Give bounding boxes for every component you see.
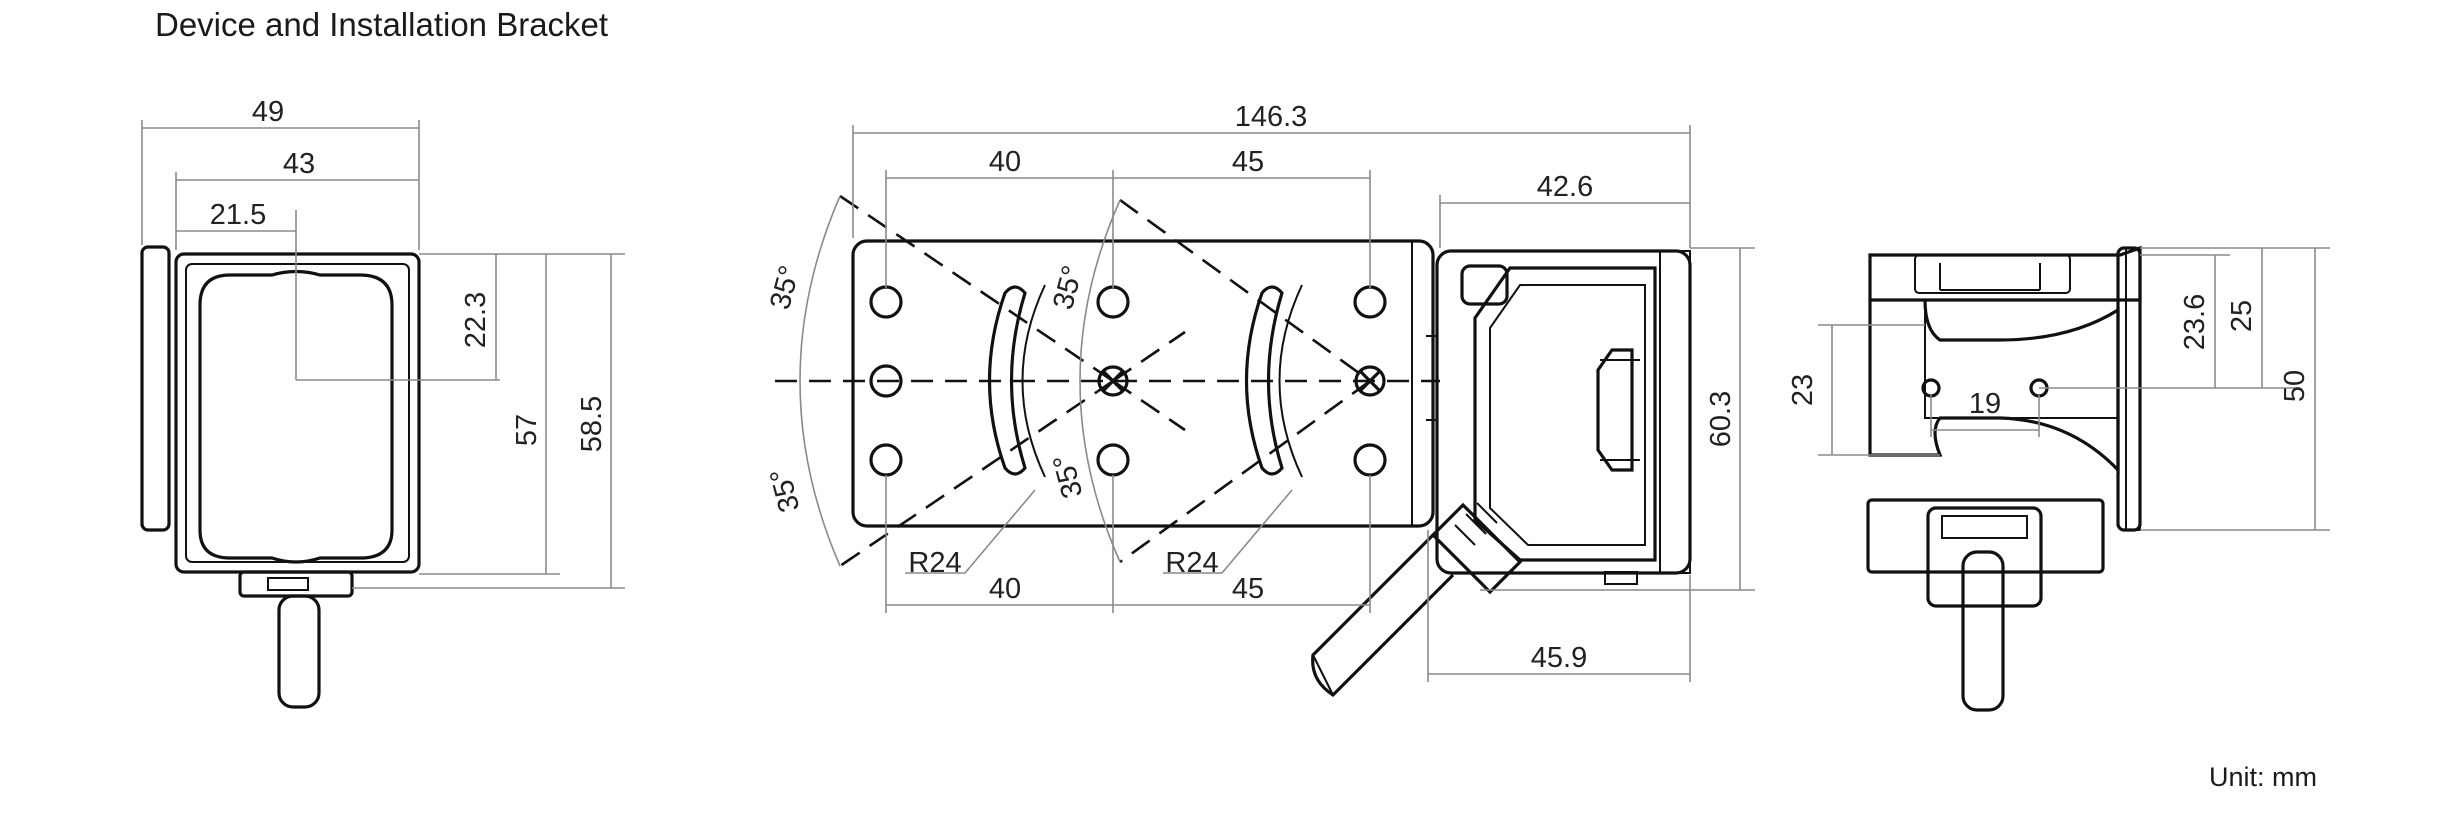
dim-hole-spacing-bottom-left: 40 [989,573,1021,605]
dim-front-overall-height: 58.5 [576,396,608,452]
front-view: 49 43 21.5 22.3 57 58.5 [140,96,625,709]
curved-slot [1244,285,1284,476]
top-view: 146.3 40 45 42.6 35° 35° 35° 35° R24 R24… [764,101,1755,698]
mount-hole [1353,443,1387,477]
dim-side-slot-height: 23 [1787,374,1819,406]
mount-hole [869,443,903,477]
mount-hole [1353,285,1387,319]
dim-front-half-width: 21.5 [210,199,266,231]
dim-radius-left: R24 [908,547,961,579]
mount-hole [869,285,903,319]
dim-front-body-height: 57 [511,414,543,446]
mount-hole [869,364,903,398]
front-view-outline [140,245,421,709]
unit-label: Unit: mm [2209,762,2317,792]
dim-angle-lower-mid: 35° [1047,451,1089,502]
dim-side-upper-offset: 23.6 [2179,294,2211,350]
side-view-outline [1866,245,2142,712]
front-view-dimension-lines [141,120,625,589]
dim-device-height: 60.3 [1705,391,1737,447]
dim-side-overall-height: 50 [2279,370,2311,402]
mount-hole [1096,443,1130,477]
dim-front-width-overall: 49 [252,96,284,128]
dim-radius-right: R24 [1165,547,1218,579]
dim-angle-upper-mid: 35° [1047,262,1089,313]
dim-device-depth: 42.6 [1537,171,1593,203]
dim-total-length: 146.3 [1235,101,1308,133]
top-view-dimension-lines [799,125,1755,682]
side-view: 23 19 23.6 25 50 [1787,245,2330,712]
dim-front-center-height: 22.3 [460,292,492,348]
dim-hole-spacing-top-right: 45 [1232,146,1264,178]
bracket-plate [775,194,1440,568]
dim-hole-spacing-top-left: 40 [989,146,1021,178]
dim-angle-lower-left: 35° [764,465,806,516]
device-side [1311,249,1692,698]
dim-angle-upper-left: 35° [764,262,806,313]
dim-side-hole-spacing: 19 [1969,388,2001,420]
dim-cable-depth: 45.9 [1531,642,1587,674]
dim-front-width-body: 43 [283,148,315,180]
dim-side-upper-offset-2: 25 [2226,300,2258,332]
drawing-title: Device and Installation Bracket [155,6,609,43]
mount-hole [1096,285,1130,319]
curved-slot [987,285,1027,476]
side-view-dimension-lines [1818,247,2330,531]
dim-hole-spacing-bottom-right: 45 [1232,573,1264,605]
